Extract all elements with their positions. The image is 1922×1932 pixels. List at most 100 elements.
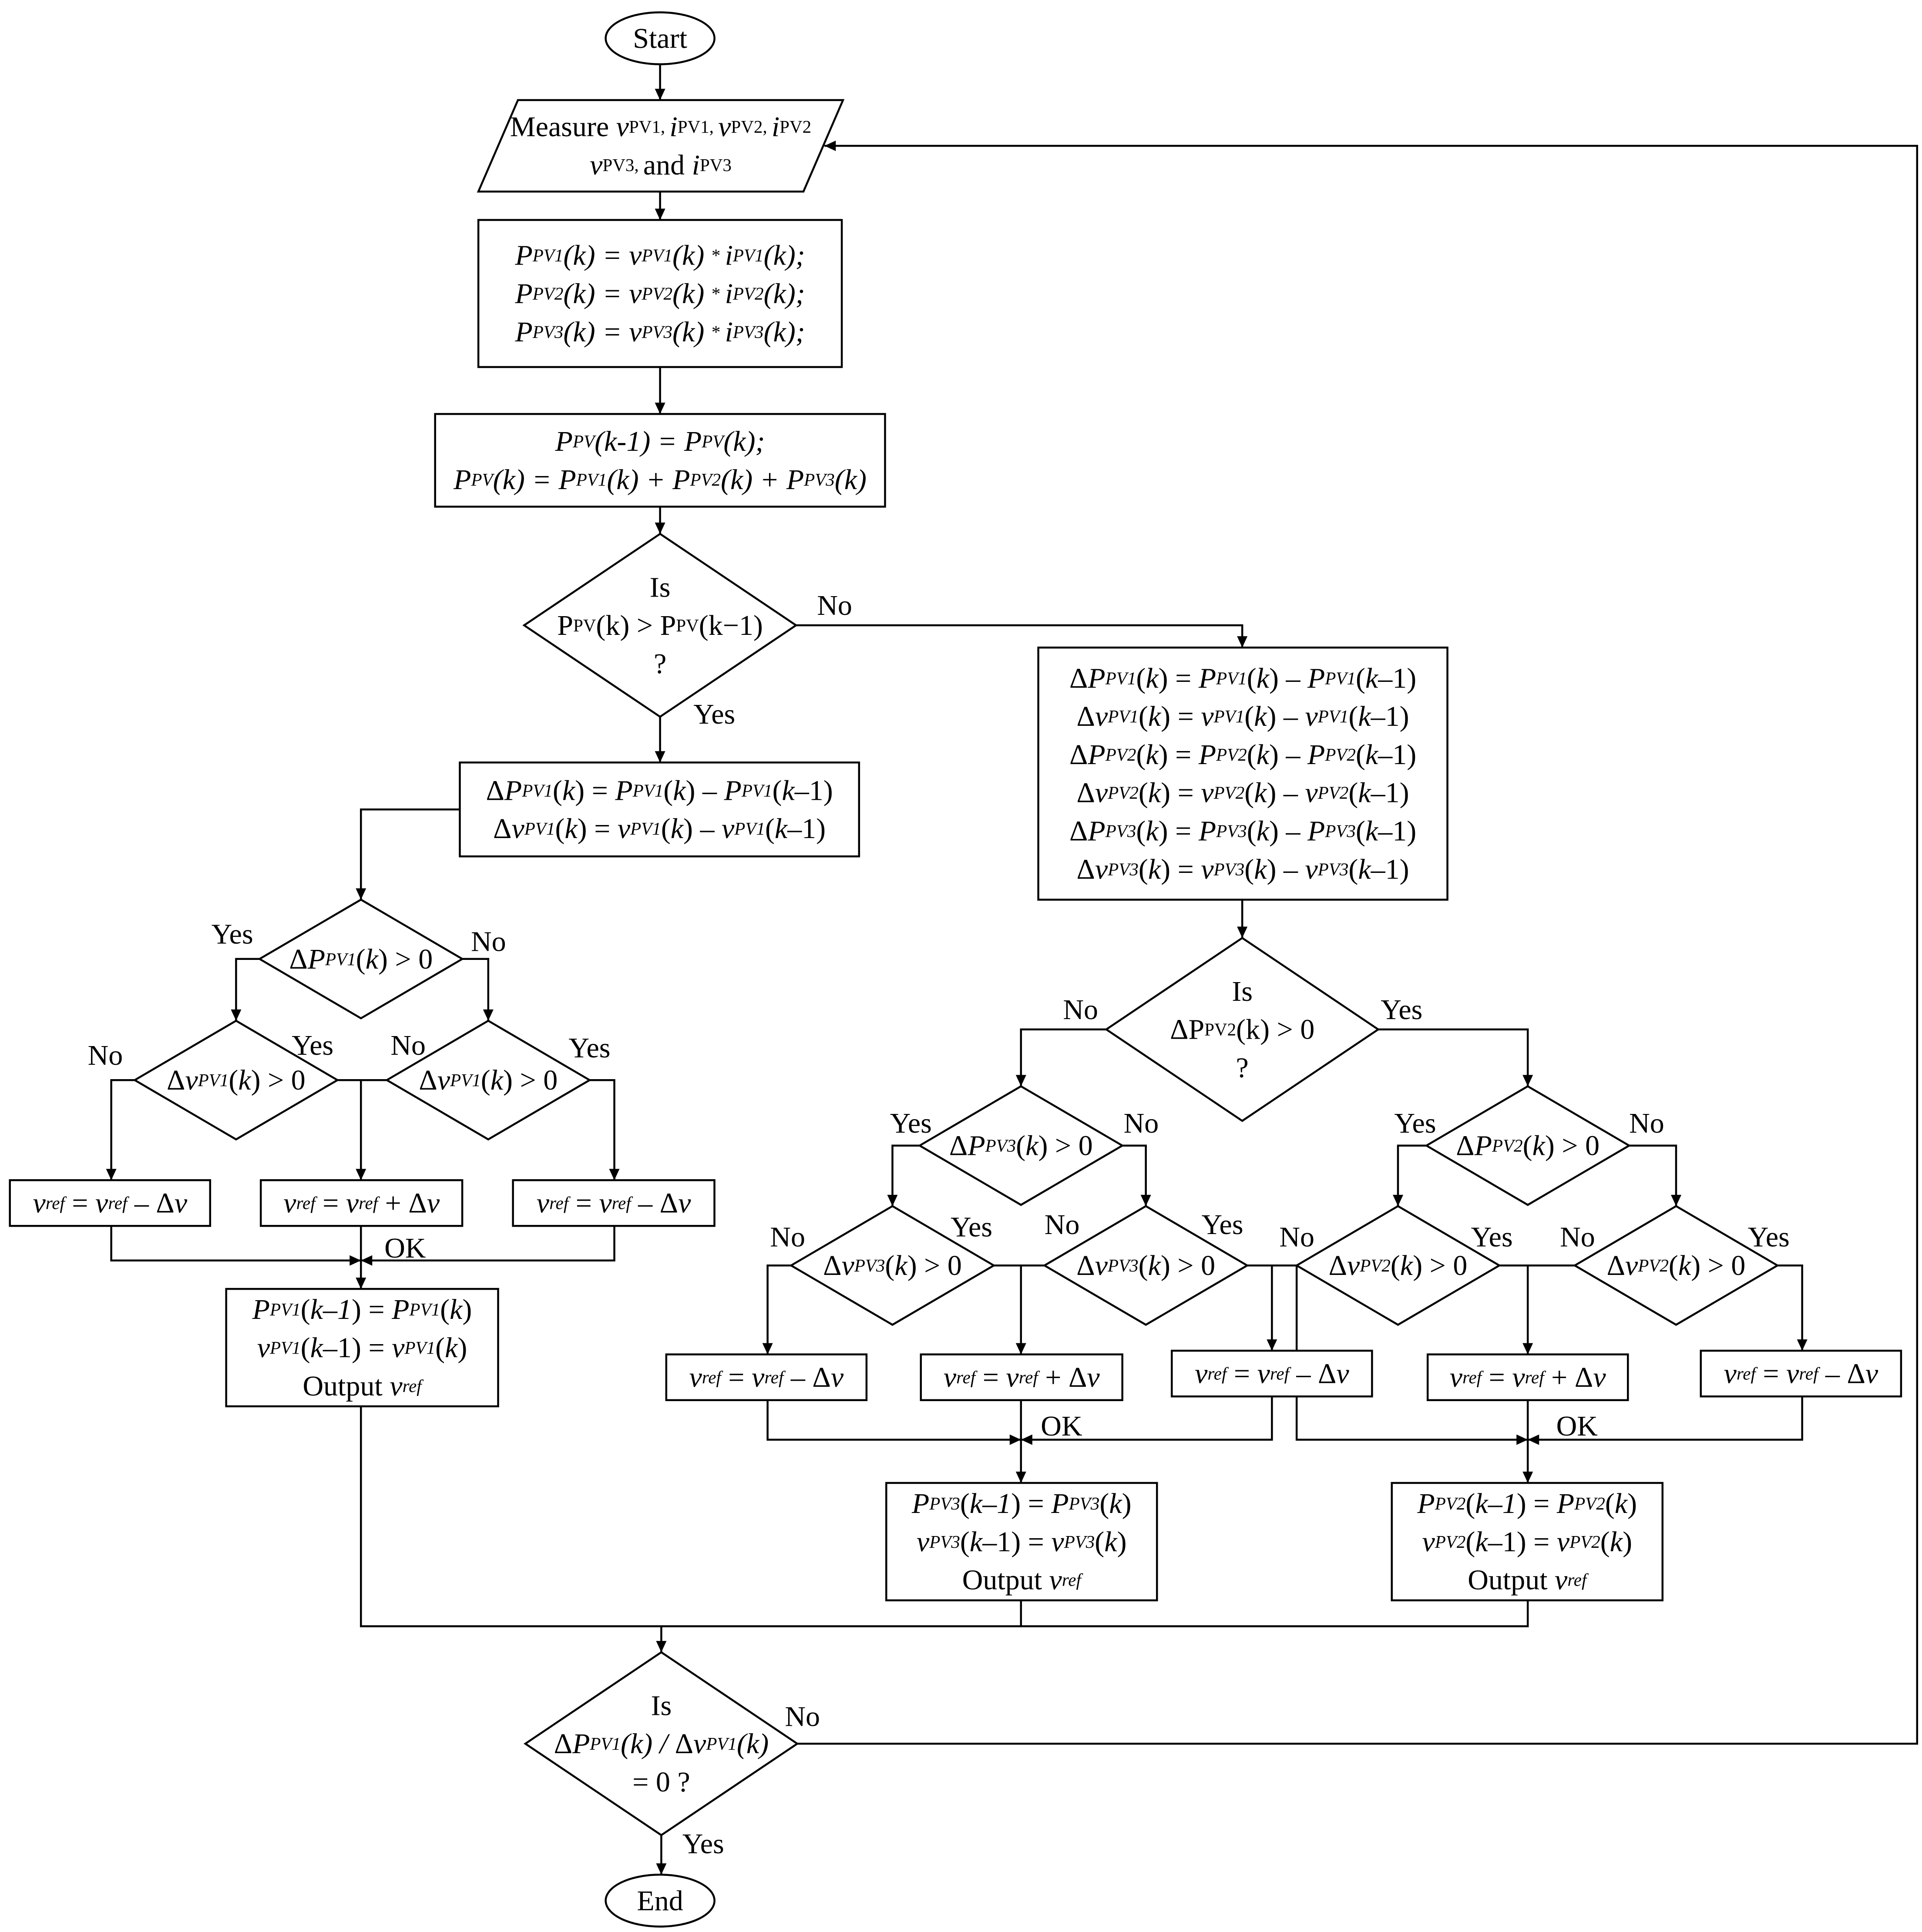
arrowhead [1393,1194,1404,1206]
decision-diamond [1573,1205,1780,1326]
edge-label-dv2a-yes: Yes [1471,1221,1513,1253]
vref1-c-text-line: vref = vref – Δv [537,1187,691,1219]
dec-dp2-big-text-line: Is [1232,975,1253,1007]
end-text-line: End [637,1885,683,1916]
edge-label-dv3a-no: No [770,1221,805,1253]
dec-final-text-line: ΔPPV1(k) / ΔvPV1(k) [554,1728,769,1760]
arrowhead [655,522,665,534]
dec-dp2-text-line: ΔPPV2(k) > 0 [1456,1130,1599,1161]
arrowhead [656,1641,667,1653]
edge-label-ok2: OK [1556,1410,1598,1442]
arrowhead [1015,1075,1026,1087]
dec-dv3-a-text-line: ΔvPV3(k) > 0 [823,1250,962,1281]
dec-dv2-a-node: ΔvPV2(k) > 0 [1294,1205,1502,1326]
update1-text-line: Output vref [303,1370,424,1402]
update3-text-line: Output vref [962,1564,1084,1596]
yes-delta-node: ΔPPV1(k) = PPV1(k) – PPV1(k–1)ΔvPV1(k) =… [459,761,860,858]
edge-label-dv3b-no: No [1045,1209,1080,1241]
vref1-a-node: vref = vref – Δv [9,1179,212,1227]
decision-diamond [257,898,464,1020]
arrowhead [1237,926,1248,938]
decision-diamond [917,1085,1125,1206]
edge-label-dp2big-no: No [1063,994,1098,1026]
vref3-b-node: vref = vref + Δv [920,1353,1123,1401]
connector-line [235,958,260,1021]
edge-label-final-yes: Yes [682,1828,724,1860]
dec-dp2-node: ΔPPV2(k) > 0 [1424,1085,1631,1206]
dec-dv3-b-node: ΔvPV3(k) > 0 [1042,1205,1250,1326]
terminal-oval [605,1874,716,1928]
edge-label-dp3-yes: Yes [890,1107,932,1139]
connector-line [891,1144,920,1206]
measure-text-line: vPV3, and iPV3 [590,149,732,181]
vref1-c-node: vref = vref – Δv [512,1179,716,1227]
vref3-b-text-line: vref = vref + Δv [944,1362,1100,1393]
arrowhead [655,208,665,220]
edge-label-main-yes: Yes [693,698,735,730]
edge-label-ok1: OK [384,1232,426,1264]
decision-diamond [133,1020,339,1141]
connector-line [1020,1028,1106,1087]
vref3-a-node: vref = vref – Δv [665,1353,868,1401]
no-delta-node: ΔPPV1(k) = PPV1(k) – PPV1(k–1)ΔvPV1(k) =… [1037,646,1448,901]
terminal-oval [605,11,716,65]
process-box [1037,646,1448,901]
edge-label-final-no: No [785,1701,820,1732]
dec-main-text-line: Is [650,571,671,603]
connector-line [797,144,1919,1745]
no-delta-text-line: ΔvPV3(k) = vPV3(k) – vPV3(k–1) [1077,853,1409,885]
process-box [459,761,860,858]
dec-dp3-text-line: ΔPPV3(k) > 0 [949,1130,1093,1161]
decision-diamond [523,1651,799,1837]
arrowhead [1522,1472,1533,1483]
update3-text-line: PPV3(k–1) = PPV3(k) [911,1488,1132,1519]
arrowhead [1528,1434,1539,1445]
decision-diamond [789,1205,996,1326]
connector-line [1378,1028,1529,1087]
dec-dp2-big-text-line: ? [1236,1052,1249,1083]
process-box [1391,1482,1664,1602]
process-box [1700,1349,1902,1398]
connector-line [360,1406,662,1653]
start-node: Start [605,11,716,65]
edge-label-dv2a-no: No [1279,1221,1314,1253]
edge-label-main-no: No [817,590,852,621]
vref2-c-node: vref = vref – Δv [1700,1349,1902,1398]
process-box [885,1482,1158,1602]
edge-label-dv1r-yes: Yes [568,1032,610,1064]
connector-line [1629,1144,1677,1206]
no-delta-text-line: ΔvPV2(k) = vPV2(k) – vPV2(k–1) [1077,777,1409,808]
edge-label-dp1-no: No [471,926,506,958]
dec-dv1-left-node: ΔvPV1(k) > 0 [133,1020,339,1141]
edge-label-dv2b-no: No [1560,1221,1595,1253]
dec-main-text-line: ? [654,647,666,679]
dec-final-text-line: = 0 ? [632,1766,690,1798]
connector-line [110,1079,135,1181]
yes-delta-text-line: ΔvPV1(k) = vPV1(k) – vPV1(k–1) [493,813,826,845]
edge-label-dp2-yes: Yes [1394,1107,1436,1139]
edge-label-ok3: OK [1041,1410,1082,1442]
vref2-b-text-line: vref = vref + Δv [1450,1362,1606,1393]
arrowhead [356,1278,366,1289]
power-calc-text-line: PPV2(k) = vPV2(k) * iPV2(k); [514,278,805,309]
arrowhead [1140,1194,1151,1206]
arrowhead [1237,636,1248,648]
edge-label-dv1l-no: No [88,1040,123,1071]
vref3-c-text-line: vref = vref – Δv [1195,1358,1349,1389]
power-calc-text-line: PPV1(k) = vPV1(k) * iPV1(k); [514,239,805,271]
arrowhead [655,751,665,763]
connector-line [661,1600,1529,1627]
total-power-node: PPV(k-1) = PPV(k);PPV(k) = PPV1(k) + PPV… [434,413,886,508]
connector-line [361,1226,615,1262]
connector-line [360,808,460,900]
edge-label-dp2-no: No [1629,1107,1664,1139]
arrowhead [231,1009,242,1021]
dec-dv1-right-node: ΔvPV1(k) > 0 [385,1020,592,1141]
dec-dp1-text-line: ΔPPV1(k) > 0 [289,943,433,975]
edge-label-dp2big-yes: Yes [1381,994,1422,1026]
